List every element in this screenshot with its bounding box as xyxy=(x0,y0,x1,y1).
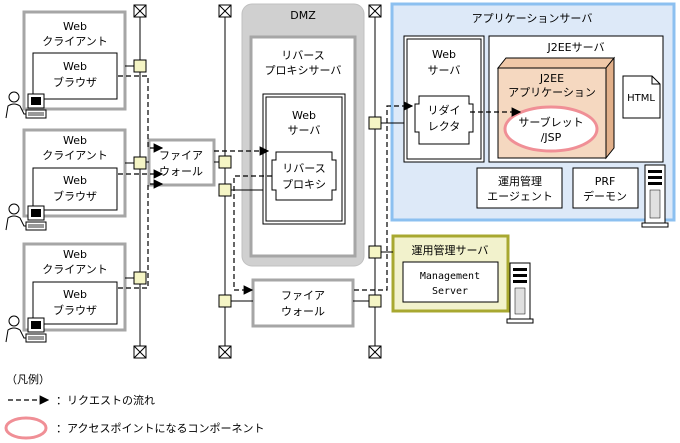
browser-label-2: ブラウザ xyxy=(53,303,97,317)
servlet-label-2: /JSP xyxy=(541,131,562,144)
terminator-icon xyxy=(368,4,382,18)
port xyxy=(218,183,232,197)
access-point-ring xyxy=(503,105,599,153)
j2ee-server-label: J2EEサーバ xyxy=(546,41,604,54)
port xyxy=(368,294,382,308)
user-computer-icon xyxy=(5,91,47,119)
user-computer-icon xyxy=(5,203,47,231)
browser-label-1: Web xyxy=(63,174,87,187)
terminator-icon xyxy=(368,345,382,359)
network-lines xyxy=(133,4,382,359)
mgmt-server-inner-label-2: Server xyxy=(432,286,468,297)
servlet-label-1: サーブレット xyxy=(518,115,583,129)
mgmt-agent-label-2: エージェント xyxy=(487,190,553,203)
client-title-1: Web xyxy=(63,134,87,147)
flow-dmz-out xyxy=(233,175,272,295)
legend-access-point: ：アクセスポイントになるコンポーネント xyxy=(56,422,264,435)
app-web-server-label-1: Web xyxy=(432,48,456,61)
firewall-1-box xyxy=(147,138,216,187)
server-tower-icon xyxy=(641,164,669,228)
client-title-2: クライアント xyxy=(42,149,108,162)
client-title-1: Web xyxy=(63,248,87,261)
browser-label-2: ブラウザ xyxy=(53,75,97,89)
prf-daemon-label-2: デーモン xyxy=(583,189,627,203)
user-computer-icon xyxy=(5,315,47,343)
legend-request-flow: ：リクエストの流れ xyxy=(56,393,155,407)
port xyxy=(218,294,232,308)
dmz-web-server-label-2: サーバ xyxy=(288,124,321,137)
web-client-2: Web クライアント Web ブラウザ xyxy=(22,128,127,218)
port xyxy=(133,156,147,170)
html-document-icon xyxy=(622,75,661,119)
mgmt-server-inner-box xyxy=(402,261,499,303)
reverse-proxy-label-1: リバース xyxy=(282,162,325,175)
redirector-label-1: リダイ xyxy=(428,103,461,117)
redirector-module xyxy=(414,95,474,145)
flow-client1 xyxy=(118,75,164,153)
dmz-label: DMZ xyxy=(290,9,316,22)
client-title-2: クライアント xyxy=(42,35,108,48)
port xyxy=(218,155,232,169)
mgmt-server-inner-label-1: Management xyxy=(420,271,480,282)
firewall-1-label-1: ファイア xyxy=(159,149,203,162)
reverse-proxy-module xyxy=(271,151,337,201)
firewall-2-box xyxy=(251,278,355,328)
port xyxy=(368,116,382,130)
client-title-1: Web xyxy=(63,20,87,33)
browser-label-1: Web xyxy=(63,288,87,301)
mgmt-agent-label-1: 運用管理 xyxy=(498,174,542,188)
mgmt-server-label: 運用管理サーバ xyxy=(412,243,489,257)
terminator-icon xyxy=(218,345,232,359)
prf-daemon-box xyxy=(572,167,639,209)
port xyxy=(133,271,147,285)
legend-access-ring xyxy=(4,416,48,440)
flow-client3 xyxy=(118,179,164,289)
flow-to-app xyxy=(354,101,414,291)
prf-daemon-label-1: PRF xyxy=(595,175,616,188)
app-web-server-label-2: サーバ xyxy=(428,64,461,77)
redirector-label-2: レクタ xyxy=(428,120,461,133)
j2ee-app-label-2: アプリケーション xyxy=(508,86,596,99)
browser-label-1: Web xyxy=(63,60,87,73)
j2ee-app-label-1: J2EE xyxy=(539,72,564,85)
terminator-icon xyxy=(133,345,147,359)
firewall-1-label-2: ウォール xyxy=(159,165,203,178)
reverse-proxy-server-label-1: リバース xyxy=(281,49,324,62)
terminator-icon xyxy=(218,4,232,18)
app-server-label: アプリケーションサーバ xyxy=(472,12,593,25)
web-client-3: Web クライアント Web ブラウザ xyxy=(22,242,127,332)
firewall-2-label-2: ウォール xyxy=(281,305,325,318)
legend-title: （凡例） xyxy=(6,372,50,386)
dmz-web-server-label-1: Web xyxy=(292,109,316,122)
reverse-proxy-label-2: プロキシ xyxy=(282,178,326,191)
port xyxy=(368,245,382,259)
request-flows xyxy=(118,75,522,295)
html-document-label: HTML xyxy=(627,93,655,104)
ports xyxy=(133,59,382,308)
port xyxy=(133,59,147,73)
reverse-proxy-server-label-2: プロキシサーバ xyxy=(265,64,342,77)
web-client-1: Web クライアント Web ブラウザ xyxy=(22,10,127,111)
mgmt-agent-box xyxy=(476,167,563,209)
terminator-icon xyxy=(133,4,147,18)
browser-label-2: ブラウザ xyxy=(53,189,97,203)
client-title-2: クライアント xyxy=(42,263,108,276)
legend: （凡例） ：リクエストの流れ ：アクセスポイントになるコンポーネント xyxy=(4,372,264,440)
server-tower-icon xyxy=(506,262,534,324)
firewall-2-label-1: ファイア xyxy=(281,289,325,302)
